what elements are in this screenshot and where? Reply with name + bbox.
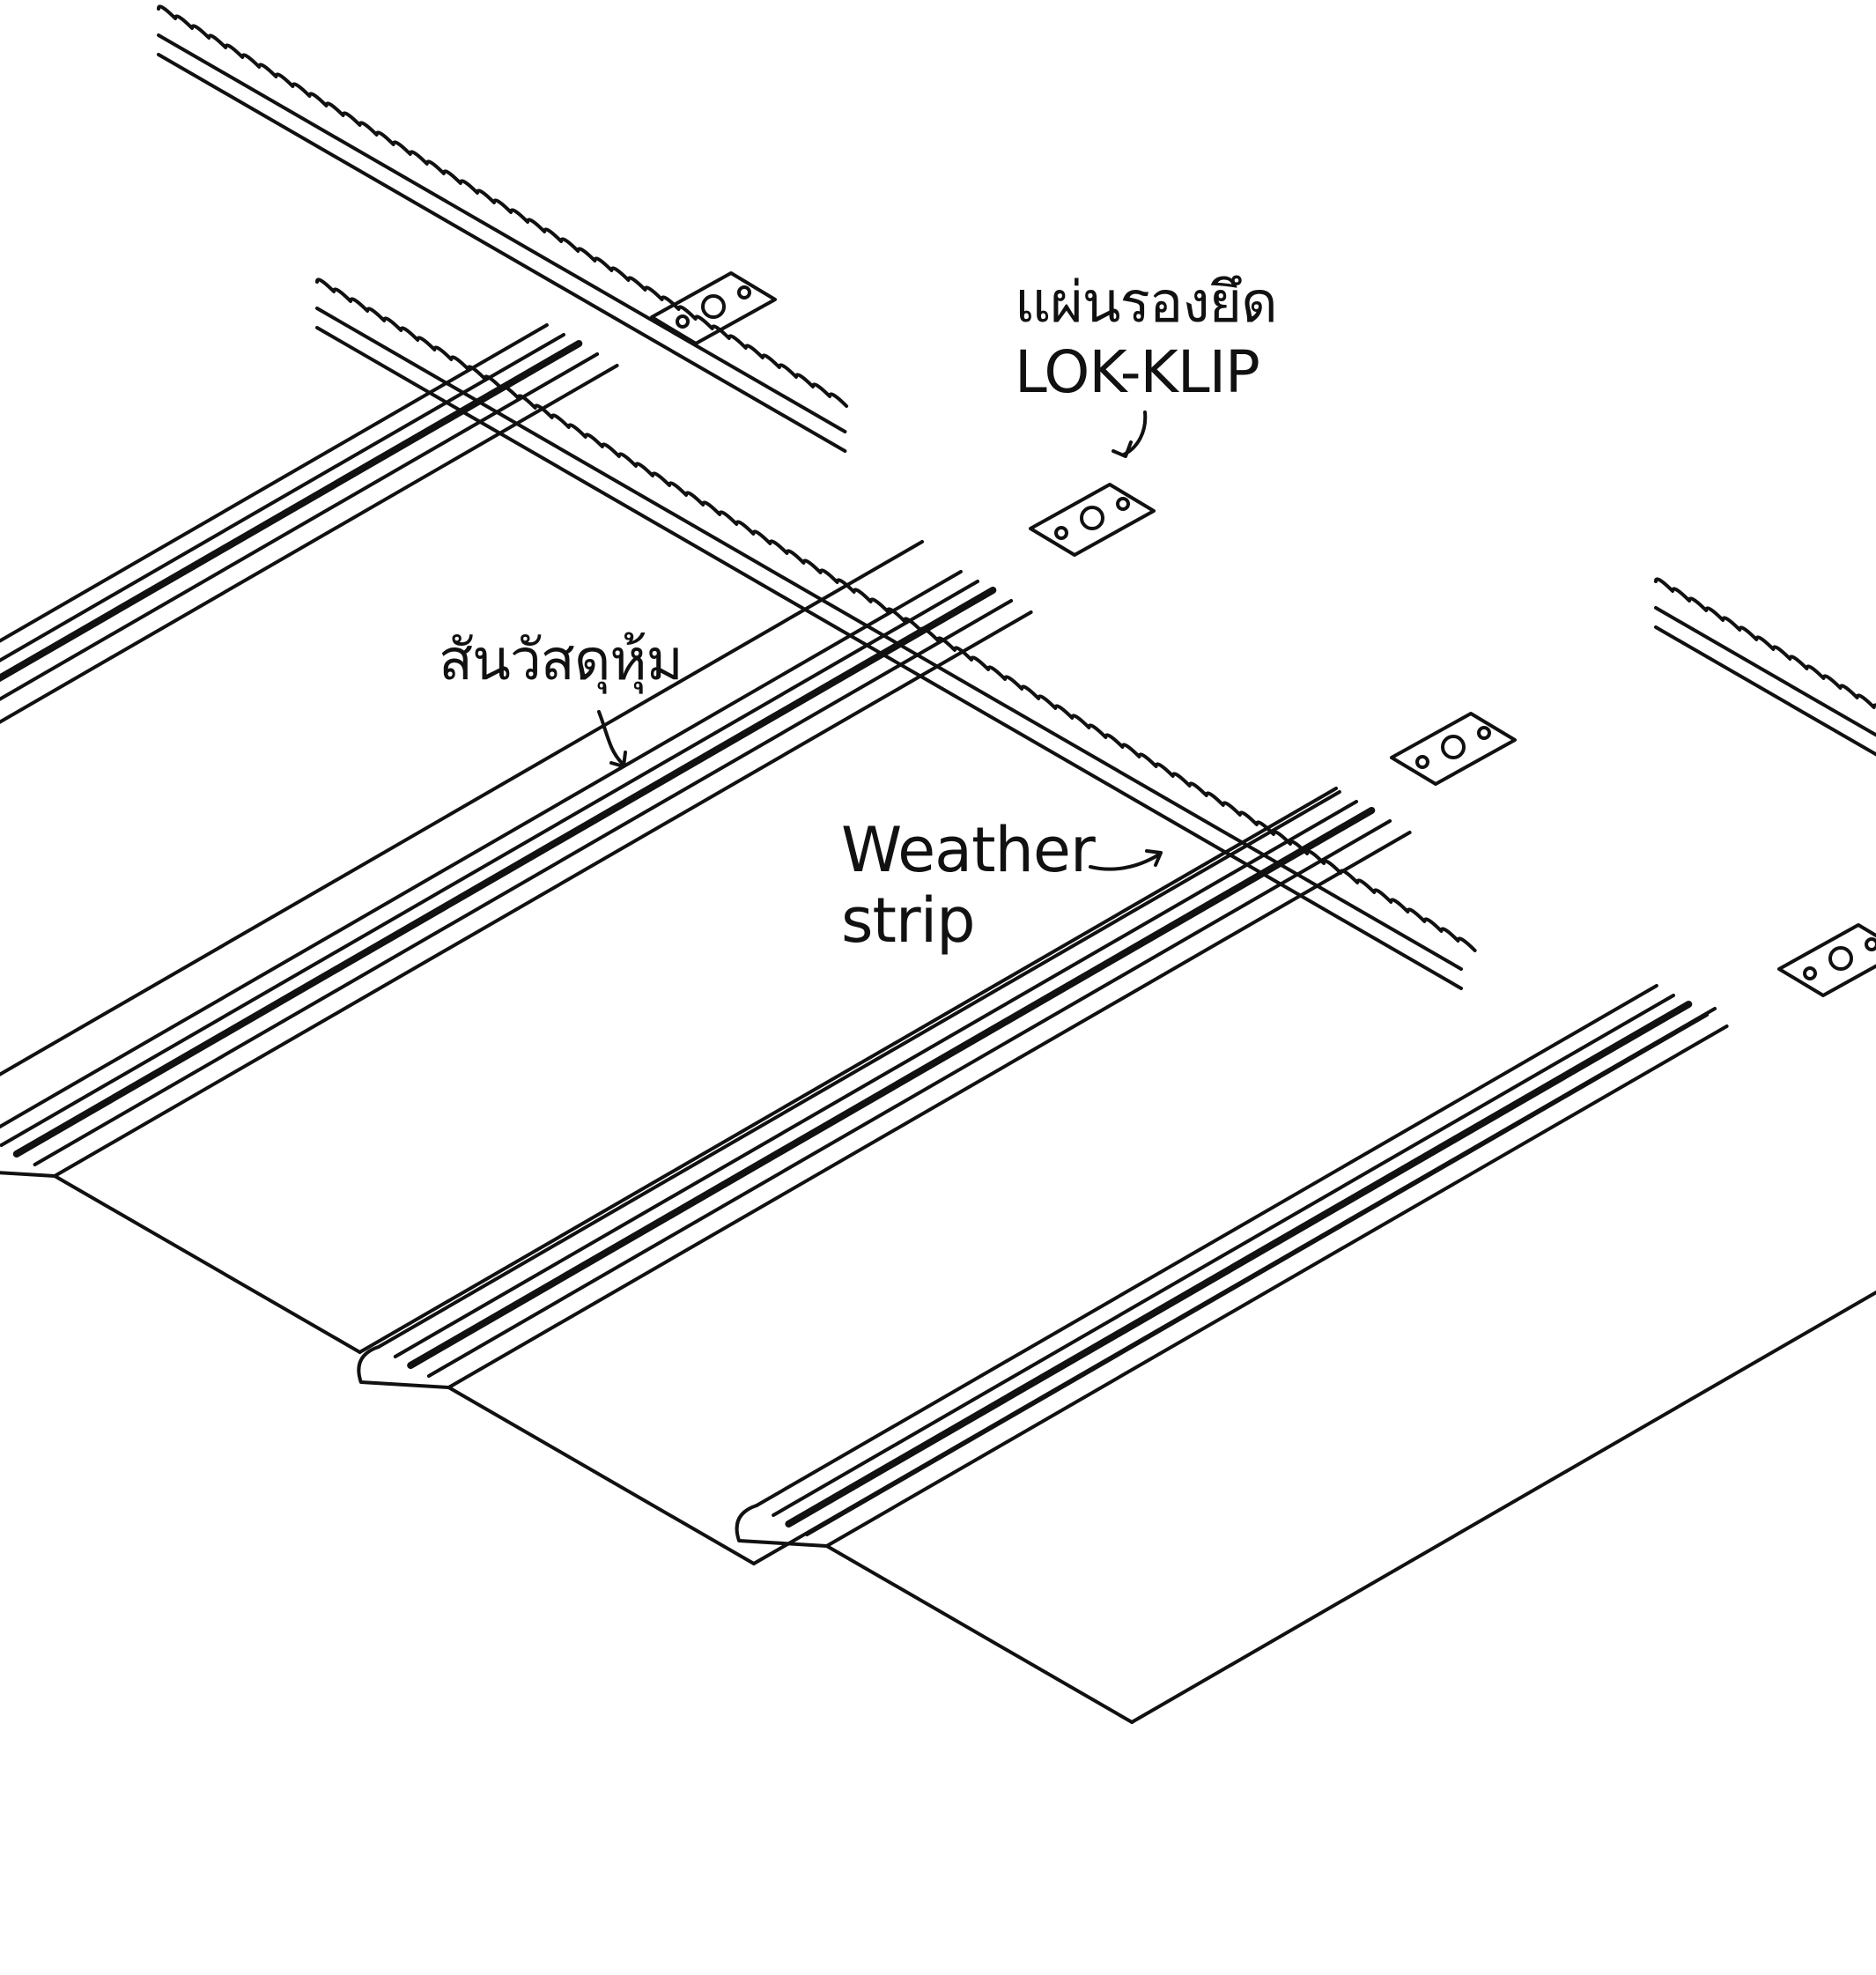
sheet-end-profile bbox=[357, 1345, 756, 1565]
weather-strip-label-line1: Weather bbox=[841, 814, 1096, 886]
clip-plate bbox=[1390, 712, 1517, 786]
rib-top-line bbox=[755, 984, 1658, 1507]
rib-lower-line bbox=[0, 352, 600, 701]
lok-klip-clip bbox=[1777, 923, 1876, 997]
clip-plate bbox=[1777, 923, 1876, 997]
lok-klip-clip bbox=[1029, 483, 1156, 557]
lok-klip-label-thai: แผ่นรองยึด bbox=[1015, 270, 1278, 336]
rib-top-line bbox=[0, 570, 963, 1129]
purlin bbox=[157, 4, 849, 453]
panel-upper-line bbox=[447, 831, 1412, 1389]
weather-strip-line bbox=[12, 587, 997, 1158]
lok-klip-clip bbox=[650, 271, 777, 345]
curved-arrow-icon bbox=[1112, 440, 1133, 458]
clip-bolt bbox=[1828, 946, 1853, 971]
purlin-base-edge bbox=[1654, 625, 1876, 757]
curved-arrow-icon bbox=[597, 710, 624, 765]
rib-edge-line bbox=[0, 580, 979, 1147]
rib-lower-line bbox=[33, 599, 1014, 1166]
weather-strip-label-line2: strip bbox=[841, 884, 976, 957]
panel-lower-line bbox=[358, 787, 1338, 1354]
clip-hole bbox=[1865, 937, 1876, 951]
purlin-lower-edge bbox=[315, 307, 1463, 971]
clip-bolt bbox=[1080, 506, 1104, 530]
ridge-cover-label: สันวัสดุหุ้ม bbox=[439, 628, 683, 693]
purlin-base-edge bbox=[157, 53, 847, 453]
rib-edge-line bbox=[772, 994, 1675, 1517]
roof-sheet bbox=[735, 984, 1876, 1724]
curved-arrow-icon bbox=[609, 751, 627, 768]
rib-lower-line bbox=[426, 819, 1392, 1378]
roof-sheet bbox=[0, 570, 1338, 1354]
clip-hole bbox=[737, 285, 751, 300]
lok-klip-clip-group bbox=[650, 271, 1876, 997]
roof-sheet bbox=[357, 790, 1717, 1565]
panel-lower-line bbox=[0, 540, 924, 1076]
lok-klip-clip bbox=[1390, 712, 1517, 786]
sheet-end-profile bbox=[0, 1171, 362, 1354]
clip-bolt bbox=[701, 294, 726, 319]
clip-plate bbox=[650, 271, 777, 345]
roof-sheet bbox=[0, 323, 924, 1076]
clip-hole bbox=[1477, 726, 1491, 740]
weather-strip-line bbox=[0, 340, 583, 683]
rib-edge-line bbox=[0, 333, 565, 662]
arrow-group bbox=[597, 411, 1163, 871]
rib-edge-line bbox=[393, 800, 1358, 1358]
weather-strip-line bbox=[407, 807, 1376, 1369]
rib-top-line bbox=[376, 790, 1341, 1349]
purlin-base-edge bbox=[315, 326, 1463, 990]
weather-strip-line bbox=[785, 1001, 1693, 1527]
curved-arrow-icon bbox=[1089, 853, 1161, 871]
purlin-corrugation bbox=[157, 4, 849, 408]
clip-hole bbox=[1054, 526, 1068, 540]
lok-klip-label-english: LOK-KLIP bbox=[1015, 338, 1260, 406]
panel-upper-line bbox=[53, 610, 1033, 1178]
rib-top-line bbox=[0, 323, 549, 643]
clip-hole bbox=[1116, 497, 1130, 511]
panel-lower-line bbox=[1130, 1290, 1876, 1724]
clip-hole bbox=[1415, 755, 1429, 769]
purlin-lower-edge bbox=[157, 33, 847, 433]
curved-arrow-icon bbox=[1145, 849, 1163, 867]
roof-sheet-group bbox=[0, 323, 1876, 1724]
clip-plate bbox=[1029, 483, 1156, 557]
sheet-end-profile bbox=[735, 1504, 1134, 1724]
purlin-corrugation bbox=[1654, 577, 1876, 709]
clip-bolt bbox=[1441, 735, 1466, 759]
clip-hole bbox=[676, 314, 690, 329]
panel-upper-line bbox=[0, 364, 619, 724]
purlin-lower-edge bbox=[1654, 606, 1876, 737]
clip-hole bbox=[1803, 966, 1817, 980]
panel-upper-line bbox=[824, 1024, 1729, 1548]
purlin bbox=[1654, 577, 1876, 757]
rib-lower-line bbox=[805, 1013, 1710, 1536]
